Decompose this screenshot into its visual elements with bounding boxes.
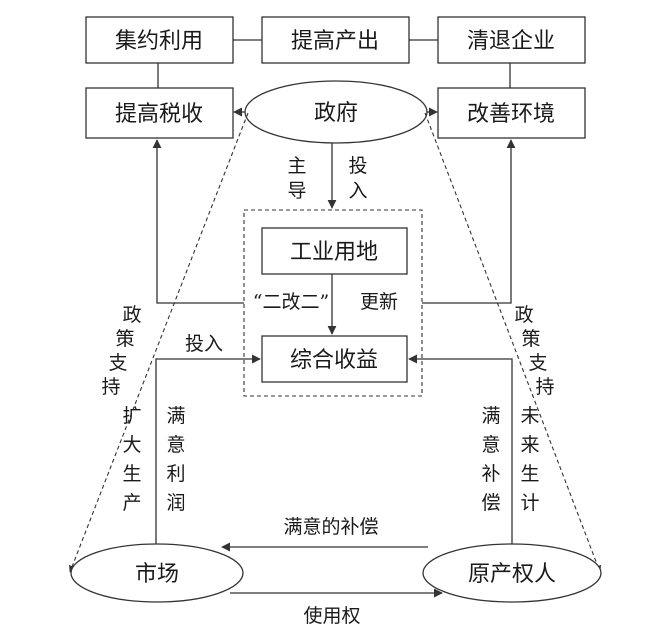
label-touru-gov-2: 入 xyxy=(348,180,367,202)
node-shichang: 市场 xyxy=(70,543,244,603)
node-jiyue-liyong: 集约利用 xyxy=(85,16,234,64)
label-weilai-shengji: 未 来 生 计 xyxy=(520,405,539,514)
label-shiyongquan: 使用权 xyxy=(303,605,360,627)
svg-text:支: 支 xyxy=(528,352,547,374)
svg-text:持: 持 xyxy=(535,376,554,398)
policy-support-left-line xyxy=(69,112,249,573)
label-zhengce-right: 政 策 支 持 xyxy=(514,304,554,398)
label-ergaier: “二改二” xyxy=(253,291,329,313)
svg-text:计: 计 xyxy=(520,492,539,514)
svg-text:偿: 偿 xyxy=(481,492,500,514)
svg-text:产: 产 xyxy=(122,492,141,514)
svg-text:提高产出: 提高产出 xyxy=(291,29,379,54)
node-tigao-shuishou: 提高税收 xyxy=(85,87,234,139)
node-gongye-yongdi: 工业用地 xyxy=(261,227,408,275)
svg-text:大: 大 xyxy=(122,434,141,456)
svg-text:补: 补 xyxy=(481,463,500,485)
label-manyi-buchang: 满 意 补 偿 xyxy=(481,405,500,514)
svg-text:满: 满 xyxy=(166,405,185,427)
label-touru-gov: 投 xyxy=(348,155,367,177)
svg-text:支: 支 xyxy=(108,352,127,374)
svg-text:政府: 政府 xyxy=(314,101,358,126)
label-zhengce-left: 政 策 支 持 xyxy=(101,304,141,398)
label-gengxin: 更新 xyxy=(360,291,398,313)
svg-text:政: 政 xyxy=(122,304,141,326)
svg-text:策: 策 xyxy=(521,328,540,350)
svg-text:生: 生 xyxy=(520,463,539,485)
svg-text:改善环境: 改善环境 xyxy=(467,102,555,127)
svg-text:策: 策 xyxy=(115,328,134,350)
svg-text:意: 意 xyxy=(166,434,185,456)
label-zhudao-2: 导 xyxy=(287,180,306,202)
node-yuanchan-quanren: 原产权人 xyxy=(422,543,602,603)
node-tigao-chanchu: 提高产出 xyxy=(261,16,410,64)
svg-text:市场: 市场 xyxy=(135,562,179,587)
node-zhengfu: 政府 xyxy=(244,80,428,144)
svg-text:集约利用: 集约利用 xyxy=(115,29,203,54)
svg-text:来: 来 xyxy=(520,434,539,456)
svg-text:工业用地: 工业用地 xyxy=(290,240,378,265)
svg-text:意: 意 xyxy=(481,434,500,456)
node-qingtui-qiye: 清退企业 xyxy=(437,16,586,64)
arrow-region-to-shuishou xyxy=(152,139,244,304)
arrow-yuanchan-to-zonghe xyxy=(408,354,513,549)
svg-text:持: 持 xyxy=(101,376,120,398)
svg-text:扩: 扩 xyxy=(122,405,141,427)
label-manyi-lirun: 满 意 利 润 xyxy=(166,405,185,514)
label-manyi-de-buchang: 满意的补偿 xyxy=(283,516,378,538)
label-touru-market: 投入 xyxy=(185,333,223,355)
label-zhudao: 主 xyxy=(287,155,306,177)
label-kuoda-shengchan: 扩 大 生 产 xyxy=(122,405,141,514)
svg-text:原产权人: 原产权人 xyxy=(468,562,556,587)
node-gaishan-huanjing: 改善环境 xyxy=(437,87,586,139)
svg-text:润: 润 xyxy=(166,492,185,514)
svg-text:未: 未 xyxy=(520,405,539,427)
svg-text:清退企业: 清退企业 xyxy=(467,29,555,54)
policy-support-right-line xyxy=(424,112,602,573)
svg-text:生: 生 xyxy=(122,463,141,485)
node-zonghe-shouyi: 综合收益 xyxy=(261,335,408,383)
arrow-shichang-touru xyxy=(155,354,261,545)
arrow-region-to-gaishan xyxy=(422,139,516,304)
svg-text:政: 政 xyxy=(514,304,533,326)
svg-text:满: 满 xyxy=(481,405,500,427)
svg-text:提高税收: 提高税收 xyxy=(115,102,203,127)
svg-text:综合收益: 综合收益 xyxy=(290,348,378,373)
svg-text:利: 利 xyxy=(166,463,185,485)
